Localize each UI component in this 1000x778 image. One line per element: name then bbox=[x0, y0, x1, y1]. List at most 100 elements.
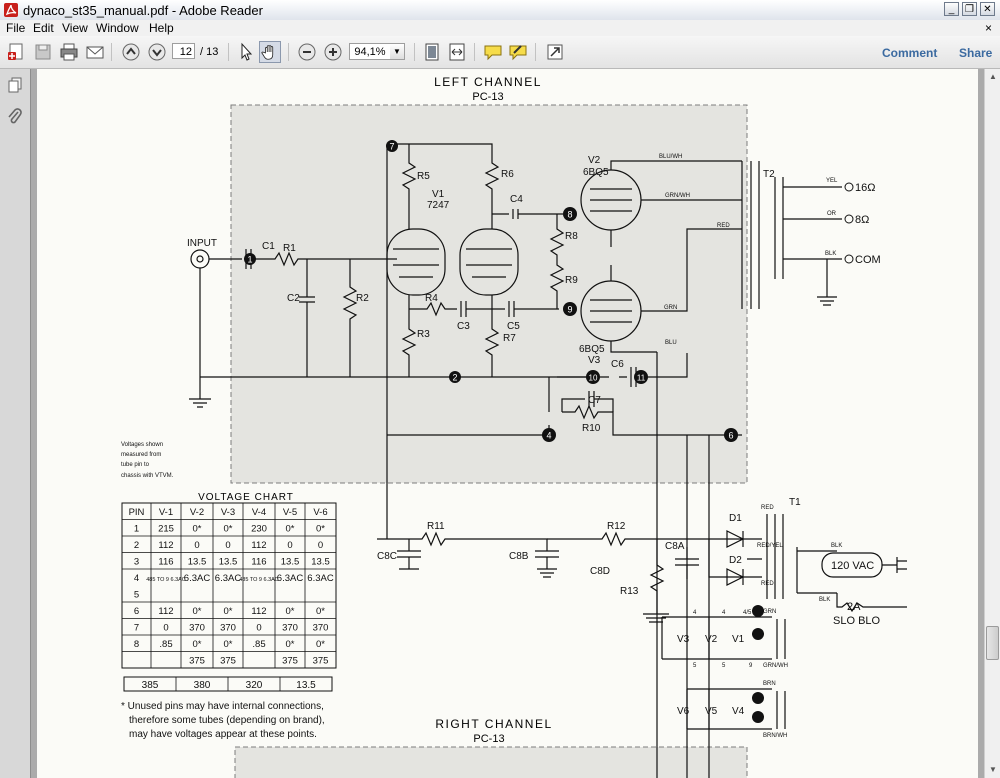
wire-label: BLK bbox=[825, 251, 836, 257]
voltage-chart-cell: 370 bbox=[189, 623, 205, 634]
voltage-chart-cell: 6 bbox=[134, 606, 139, 617]
next-page-icon[interactable] bbox=[146, 41, 168, 63]
voltage-chart-cell: 0* bbox=[224, 606, 233, 617]
right-channel-title: RIGHT CHANNEL bbox=[435, 717, 552, 731]
heater-tube-label: V3 bbox=[677, 634, 690, 645]
voltage-chart-cell: 2 bbox=[134, 540, 139, 551]
scroll-down-icon[interactable]: ▼ bbox=[989, 765, 997, 774]
supply-voltage-cell: 385 bbox=[142, 680, 159, 691]
page-thumbnails-icon[interactable] bbox=[5, 75, 25, 95]
wire-label: YEL bbox=[826, 178, 838, 184]
toolbar-separator bbox=[414, 43, 415, 61]
v2-label: V2 bbox=[588, 155, 601, 166]
voltage-chart-cell: 13.5 bbox=[311, 557, 330, 568]
toolbar-separator bbox=[111, 43, 112, 61]
hand-tool-icon[interactable] bbox=[259, 41, 281, 63]
voltage-chart-cell: 0* bbox=[193, 639, 202, 650]
wire-label: RED/YEL bbox=[757, 543, 783, 549]
c3-label: C3 bbox=[457, 321, 470, 332]
node-8 bbox=[563, 207, 577, 221]
node-11-label: 11 bbox=[637, 374, 646, 383]
email-icon[interactable] bbox=[84, 41, 106, 63]
wire-label: BLK bbox=[831, 543, 842, 549]
minimize-button[interactable]: _ bbox=[944, 2, 959, 16]
print-icon[interactable] bbox=[58, 41, 80, 63]
voltage-chart-cell: 215 bbox=[158, 524, 174, 535]
voltage-chart-header: V-6 bbox=[313, 507, 327, 518]
heater-node-c bbox=[752, 692, 764, 704]
zoom-in-icon[interactable] bbox=[322, 41, 344, 63]
supply-voltage-cell: 320 bbox=[246, 680, 263, 691]
full-screen-icon[interactable] bbox=[544, 41, 566, 63]
output-16-ohm-label: 16Ω bbox=[855, 182, 875, 194]
attachments-icon[interactable] bbox=[5, 107, 25, 127]
toolbar: 12 / 13 94,1% ▼ Comment Share bbox=[0, 36, 1000, 69]
supply-voltage-cell: 380 bbox=[194, 680, 211, 691]
fit-page-icon[interactable] bbox=[421, 41, 443, 63]
menu-window[interactable]: Window bbox=[96, 21, 139, 35]
scroll-up-icon[interactable]: ▲ bbox=[989, 72, 997, 81]
select-cursor-icon[interactable] bbox=[235, 41, 257, 63]
zoom-dropdown-icon[interactable]: ▼ bbox=[390, 43, 405, 60]
zoom-level-input[interactable]: 94,1% bbox=[349, 43, 391, 60]
fit-width-icon[interactable] bbox=[446, 41, 468, 63]
voltage-chart-cell: 0* bbox=[224, 524, 233, 535]
v1-type-label: 7247 bbox=[427, 200, 450, 211]
heater-node-d bbox=[752, 711, 764, 723]
wire-label: BLU bbox=[665, 340, 677, 346]
menu-bar: File Edit View Window Help × bbox=[0, 20, 1000, 36]
highlight-icon[interactable] bbox=[507, 41, 529, 63]
zoom-out-icon[interactable] bbox=[296, 41, 318, 63]
previous-page-icon[interactable] bbox=[120, 41, 142, 63]
c2-label: C2 bbox=[287, 293, 300, 304]
wire-color-labels: BLU/WH GRN/WH RED GRN BLU YEL OR BLK RED… bbox=[659, 154, 842, 739]
scroll-thumb[interactable] bbox=[986, 626, 999, 660]
save-icon[interactable] bbox=[32, 41, 54, 63]
page-number-input[interactable]: 12 bbox=[172, 43, 195, 59]
voltage-chart-cell: 0* bbox=[193, 606, 202, 617]
voltage-chart-cell: 375 bbox=[189, 656, 205, 667]
node-4 bbox=[542, 428, 556, 442]
heater-pin-label: 4 bbox=[722, 610, 726, 616]
toolbar-separator bbox=[288, 43, 289, 61]
voltage-chart-cell: 6.3AC bbox=[215, 573, 242, 584]
menu-view[interactable]: View bbox=[62, 21, 88, 35]
r3-label: R3 bbox=[417, 329, 430, 340]
menu-file[interactable]: File bbox=[6, 21, 26, 35]
restore-button[interactable]: ❐ bbox=[962, 2, 977, 16]
voltage-chart-cell: 116 bbox=[251, 557, 266, 568]
d1-label: D1 bbox=[729, 513, 742, 524]
document-viewport: LEFT CHANNEL PC-13 RIGHT CHANNEL PC-13 bbox=[31, 69, 984, 778]
page-total: / 13 bbox=[200, 46, 219, 58]
voltage-chart-cell: 6.3AC bbox=[307, 573, 334, 584]
node-10-label: 10 bbox=[589, 374, 598, 383]
heater-pin-label: 4/5 bbox=[743, 610, 752, 616]
node-7-label: 7 bbox=[389, 142, 394, 152]
voltage-chart-cell: 6.3AC bbox=[184, 573, 211, 584]
heater-pin-labels: 4 4 4/5 5 5 9 bbox=[693, 610, 753, 669]
share-link[interactable]: Share bbox=[959, 46, 993, 60]
c8c-label: C8C bbox=[377, 551, 397, 562]
menu-edit[interactable]: Edit bbox=[33, 21, 54, 35]
r10-label: R10 bbox=[582, 423, 601, 434]
create-pdf-icon[interactable] bbox=[6, 41, 28, 63]
voltage-chart-cell: 5 bbox=[134, 590, 139, 601]
comment-link[interactable]: Comment bbox=[882, 46, 938, 60]
wire-label: GRN bbox=[763, 609, 776, 615]
wire-label: BLU/WH bbox=[659, 154, 682, 160]
wire-label: BRN bbox=[763, 681, 776, 687]
voltage-note-line: Voltages shown bbox=[121, 442, 163, 448]
right-channel-board bbox=[234, 746, 748, 778]
close-button[interactable]: ✕ bbox=[980, 2, 995, 16]
close-document-button[interactable]: × bbox=[984, 21, 992, 35]
voltage-chart-cell: 375 bbox=[313, 656, 329, 667]
voltage-chart-cell: 375 bbox=[220, 656, 236, 667]
vertical-scrollbar[interactable]: ▲ ▼ bbox=[984, 69, 1000, 778]
unused-note-line: therefore some tubes (depending on brand… bbox=[129, 715, 325, 726]
sticky-note-icon[interactable] bbox=[482, 41, 504, 63]
voltage-chart-cell: 370 bbox=[313, 623, 329, 634]
voltage-chart-header: V-2 bbox=[190, 507, 204, 518]
menu-help[interactable]: Help bbox=[149, 21, 174, 35]
voltage-chart-header: V-5 bbox=[283, 507, 297, 518]
